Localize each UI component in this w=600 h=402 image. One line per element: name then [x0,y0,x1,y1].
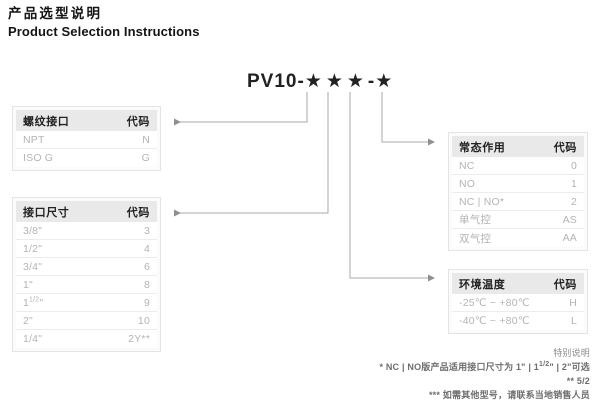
row-name: NC [459,159,475,172]
connector-temperature [349,92,435,282]
table-row: NC | NO* 2 [452,193,584,211]
table-header-row: 接口尺寸 代码 [16,201,157,222]
footnote-heading: 特别说明 [553,348,590,358]
table-row: -25℃ ~ +80℃ H [452,294,584,312]
page-header: 产品选型说明 Product Selection Instructions [8,6,200,40]
row-code: AS [562,213,577,226]
row-code: 2 [570,195,577,208]
row-name: 1/2" [23,242,43,255]
table-row: NPT N [16,131,157,149]
table-row: 1/2" 4 [16,240,157,258]
row-code: 9 [143,296,150,309]
table-port-size: 接口尺寸 代码 3/8" 3 1/2" 4 3/4" 6 1" 8 11/2" … [12,197,161,352]
connector-action [381,92,435,146]
table-row: 3/4" 6 [16,258,157,276]
row-name: ISO G [23,152,54,164]
row-name: 1" [23,278,33,291]
footnotes: 特别说明 * NC | NO版产品适用接口尺寸为 1" | 11/2" | 2"… [379,346,590,402]
model-code-stars: ★★★ [304,71,368,92]
footnote-line-1-suffix: " | 2"可选 [549,362,590,372]
row-code: L [570,315,577,327]
row-code: AA [562,232,577,244]
row-name: 3/8" [23,224,43,237]
row-code: 0 [570,159,577,172]
row-name: 单气控 [459,214,492,226]
model-code: PV10-★★★-★ [247,70,393,93]
table-header-row: 螺纹接口 代码 [16,110,157,131]
page-title-cn: 产品选型说明 [8,6,103,21]
row-name: 11/2" [23,296,44,309]
table-row: 11/2" 9 [16,294,157,312]
row-name: 2" [23,314,33,327]
table-row: 1/4" 2Y** [16,330,157,348]
row-name: 1/4" [23,333,43,345]
footnote-line-3: *** 如需其他型号，请联系当地销售人员 [428,390,590,400]
table-header-code: 代码 [126,115,150,128]
table-header-row: 常态作用 代码 [452,136,584,157]
table-row: NO 1 [452,175,584,193]
table-row: 2" 10 [16,312,157,330]
table-ambient-temperature: 环境温度 代码 -25℃ ~ +80℃ H -40℃ ~ +80℃ L [448,269,588,334]
row-code: 6 [143,260,150,273]
table-header-code: 代码 [553,141,577,154]
table-header-name: 环境温度 [459,278,506,291]
table-header-name: 螺纹接口 [23,115,70,128]
row-code: 4 [143,242,150,255]
row-code: N [142,133,150,146]
row-name: 3/4" [23,260,43,273]
row-name: -40℃ ~ +80℃ [459,315,530,327]
table-row: 单气控 AS [452,211,584,229]
row-code: 3 [143,224,150,237]
table-header-name: 常态作用 [459,141,506,154]
model-code-prefix: PV10- [247,71,305,92]
table-thread-connection: 螺纹接口 代码 NPT N ISO G G [12,106,161,171]
table-normal-action: 常态作用 代码 NC 0 NO 1 NC | NO* 2 单气控 AS 双气控 … [448,132,588,251]
row-code: 2Y** [128,333,150,345]
row-code: 10 [137,314,150,327]
footnote-line-1-prefix: * NC | NO版产品适用接口尺寸为 1" | 1 [379,362,539,372]
row-code: 1 [570,177,577,190]
table-row: 1" 8 [16,276,157,294]
table-row: -40℃ ~ +80℃ L [452,312,584,330]
connector-thread [174,92,308,126]
footnote-line-2: ** 5/2 [566,376,590,386]
page-title-en: Product Selection Instructions [8,24,200,39]
row-name: 双气控 [459,232,492,245]
model-code-dash: - [367,71,376,92]
row-code: G [141,152,150,164]
table-header-row: 环境温度 代码 [452,273,584,294]
table-header-name: 接口尺寸 [23,206,70,219]
table-row: 双气控 AA [452,229,584,247]
table-row: ISO G G [16,149,157,167]
table-header-code: 代码 [553,278,577,291]
table-row: NC 0 [452,157,584,175]
connector-portsize [174,92,329,217]
row-name: -25℃ ~ +80℃ [459,296,530,309]
row-code: H [569,296,577,309]
row-name-superscript: 1/2 [29,296,40,303]
footnote-line-1-superscript: 1/2 [538,361,550,368]
table-row: 3/8" 3 [16,222,157,240]
row-code: 8 [143,278,150,291]
footnote-line-1: * NC | NO版产品适用接口尺寸为 1" | 11/2" | 2"可选 [379,360,590,374]
row-name: NPT [23,133,45,146]
model-code-last-star: ★ [375,71,394,92]
row-name: NO [459,177,476,190]
table-header-code: 代码 [126,206,150,219]
row-name: NC | NO* [459,195,505,208]
